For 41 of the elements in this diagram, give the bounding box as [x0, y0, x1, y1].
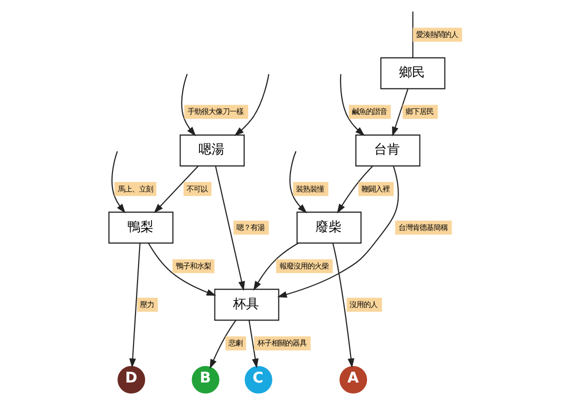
arrow	[214, 166, 244, 291]
arrow	[340, 74, 364, 136]
edge-label: 愛湊熱鬧的人	[416, 30, 458, 39]
edge-label: 嗯？有湯	[236, 222, 264, 232]
node-box: 廢柴	[296, 212, 362, 244]
edge-label: 悲劇	[228, 338, 242, 348]
arrow	[332, 243, 354, 368]
edge-label: 鄉下居民	[404, 107, 433, 116]
node-box: 嗯湯	[179, 134, 244, 166]
node-box: 杯具	[214, 288, 279, 321]
arrow	[110, 151, 125, 214]
arrow	[288, 151, 307, 214]
edge-label: 壓力	[140, 300, 154, 309]
node-box: 台肯	[354, 134, 420, 166]
node-box: 鄉民	[380, 57, 445, 90]
arrow	[153, 166, 198, 214]
edge-label: 馬上、立刻	[117, 184, 152, 194]
arrow	[234, 74, 269, 136]
arrow	[392, 88, 408, 136]
arrow	[128, 243, 140, 368]
edge-label: 鞭闢入裡	[360, 184, 389, 194]
edge-label: 報廢沒用的火柴	[278, 261, 328, 270]
edge-label: 台灣肯德基簡稱	[398, 222, 447, 232]
node-circle: B	[191, 366, 219, 394]
node-circle: D	[117, 366, 145, 394]
node-circle: C	[244, 366, 272, 394]
edge-label: 不可以	[186, 184, 207, 194]
connector	[412, 12, 413, 58]
arrow	[209, 320, 236, 369]
edge-label: 沒用的人	[349, 300, 378, 309]
arrow	[252, 242, 298, 291]
edge-label: 鴨子和水梨	[175, 261, 210, 270]
edge-label: 杯子相關的器具	[256, 338, 306, 348]
edge-label: 鹹魚的諧音	[352, 107, 387, 116]
edge-label: 裝熟裝懂	[295, 184, 324, 194]
node-box: 鴨梨	[108, 212, 173, 244]
arrow	[248, 320, 258, 368]
arrow	[336, 166, 373, 214]
arrow	[180, 74, 196, 136]
edge-label: 手勁很大像刀一樣	[187, 107, 244, 116]
node-circle: A	[339, 366, 367, 394]
